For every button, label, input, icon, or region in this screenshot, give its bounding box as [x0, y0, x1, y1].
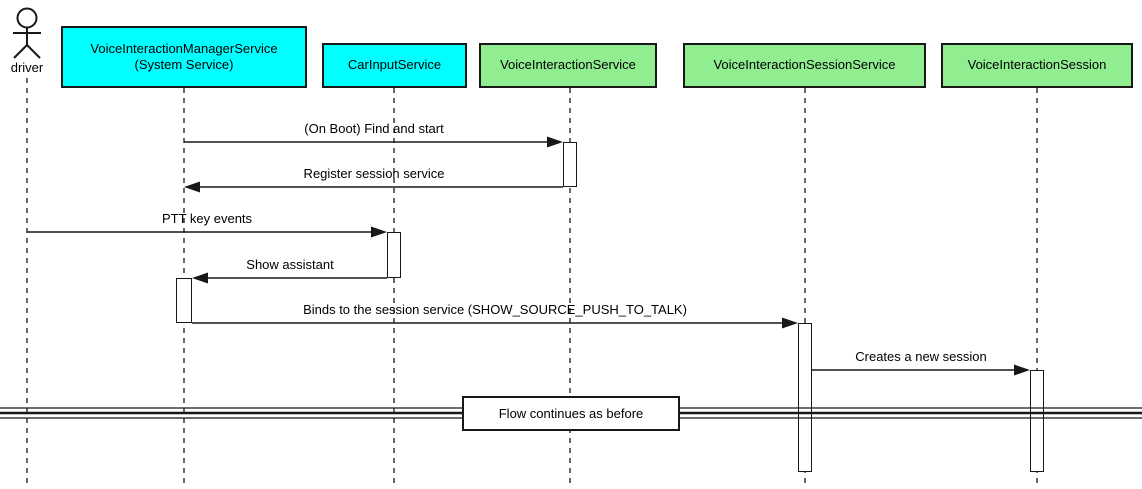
- arrowhead-show-assistant: [192, 272, 208, 284]
- participant-label-line1: VoiceInteractionManagerService: [90, 40, 278, 56]
- divider-flow-continues: Flow continues as before: [462, 396, 680, 431]
- participant-label: VoiceInteractionSessionService: [713, 57, 896, 73]
- participant-car-input-service: CarInputService: [322, 43, 467, 88]
- arrowhead-ptt-key-events: [371, 226, 387, 238]
- message-label-on-boot-find-and-start: (On Boot) Find and start: [304, 121, 444, 136]
- participant-label: CarInputService: [347, 57, 442, 73]
- message-label-binds-to-session-service: Binds to the session service (SHOW_SOURC…: [303, 302, 687, 317]
- message-label-register-session-service: Register session service: [303, 166, 445, 181]
- actor-driver: [7, 4, 47, 60]
- activation-bar-voice-interaction-session-service: [798, 323, 812, 472]
- actor-driver-label: driver: [10, 60, 44, 75]
- arrowhead-on-boot-find-and-start: [547, 136, 563, 148]
- participant-label-line2: (System Service): [134, 57, 234, 72]
- activation-bar-car-input-service: [387, 232, 401, 278]
- message-label-ptt-key-events: PTT key events: [161, 211, 253, 226]
- message-label-show-assistant: Show assistant: [246, 257, 334, 272]
- divider-label: Flow continues as before: [498, 406, 644, 421]
- activation-bar-voice-interaction-session: [1030, 370, 1044, 472]
- participant-label: VoiceInteractionSession: [967, 57, 1107, 73]
- arrowhead-creates-a-new-session: [1014, 364, 1030, 376]
- participant-voice-interaction-manager-service: VoiceInteractionManagerService (System S…: [61, 26, 307, 88]
- participant-voice-interaction-session: VoiceInteractionSession: [941, 43, 1133, 88]
- arrowhead-binds-to-session-service: [782, 317, 798, 329]
- activation-bar-voice-interaction-manager-service: [176, 278, 192, 323]
- participant-voice-interaction-session-service: VoiceInteractionSessionService: [683, 43, 926, 88]
- activation-bar-voice-interaction-service: [563, 142, 577, 187]
- participant-label: VoiceInteractionService: [500, 57, 636, 73]
- stick-figure-icon: [13, 7, 41, 59]
- message-label-creates-a-new-session: Creates a new session: [855, 349, 987, 364]
- arrowhead-register-session-service: [184, 181, 200, 193]
- participant-voice-interaction-service: VoiceInteractionService: [479, 43, 657, 88]
